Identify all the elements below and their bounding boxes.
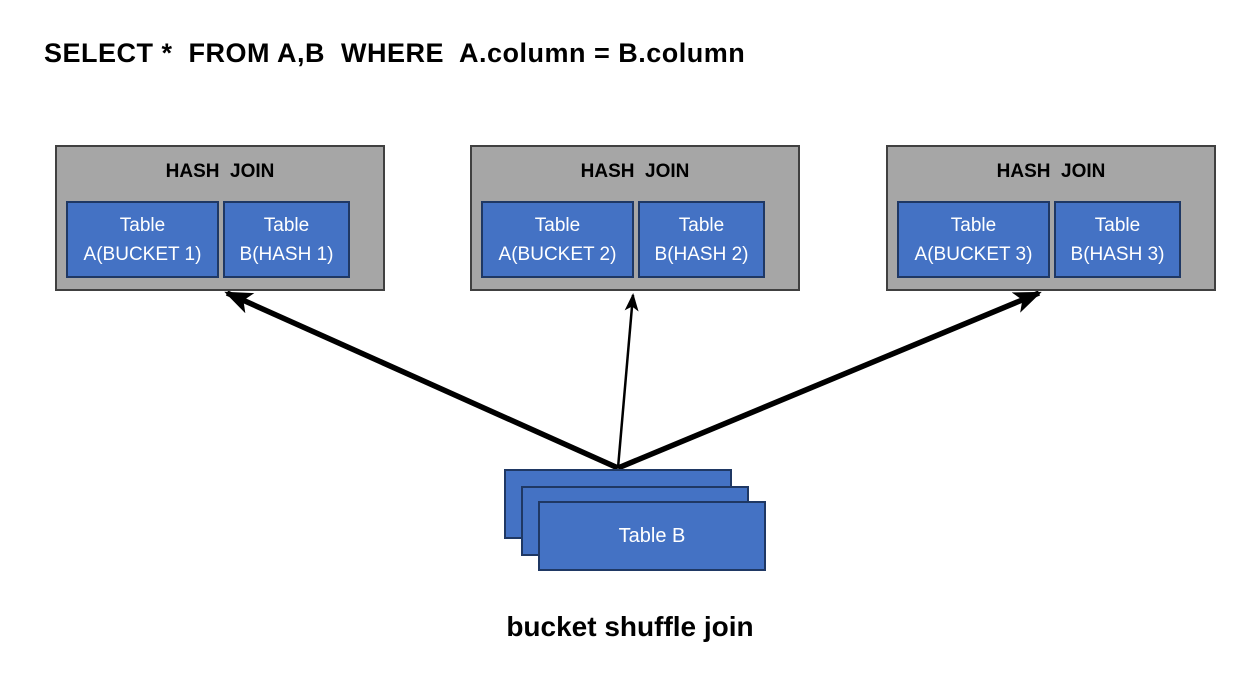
table-name: Table: [950, 214, 997, 236]
hash-join-box-1: HASH JOIN Table A(BUCKET 1) Table B(HASH…: [55, 145, 385, 291]
table-partition: A(BUCKET 2): [498, 243, 617, 265]
hash-join-box-2: HASH JOIN Table A(BUCKET 2) Table B(HASH…: [470, 145, 800, 291]
arrow-to-hash-join-1: [224, 290, 620, 471]
table-partition: B(HASH 2): [654, 243, 749, 265]
table-b-hash-1: Table B(HASH 1): [223, 201, 350, 278]
table-partition: B(HASH 3): [1070, 243, 1165, 265]
diagram-caption: bucket shuffle join: [506, 611, 754, 642]
table-name: Table: [119, 214, 166, 236]
sql-query-title: SELECT * FROM A,B WHERE A.column = B.col…: [44, 38, 746, 68]
table-partition: A(BUCKET 3): [914, 243, 1033, 265]
arrow-to-hash-join-3: [616, 290, 1042, 471]
hash-join-box-3: HASH JOIN Table A(BUCKET 3) Table B(HASH…: [886, 145, 1216, 291]
table-a-bucket-3: Table A(BUCKET 3): [897, 201, 1050, 278]
table-b-stack-front: Table B: [538, 501, 766, 571]
hash-join-tables: Table A(BUCKET 3) Table B(HASH 3): [897, 201, 1181, 278]
table-a-bucket-2: Table A(BUCKET 2): [481, 201, 634, 278]
hash-join-tables: Table A(BUCKET 2) Table B(HASH 2): [481, 201, 765, 278]
table-a-bucket-1: Table A(BUCKET 1): [66, 201, 219, 278]
table-b-hash-3: Table B(HASH 3): [1054, 201, 1181, 278]
table-name: Table: [534, 214, 581, 236]
table-name: Table: [263, 214, 310, 236]
arrow-to-hash-join-2: [616, 293, 639, 469]
table-name: Table: [678, 214, 725, 236]
hash-join-label: HASH JOIN: [996, 161, 1106, 182]
hash-join-label: HASH JOIN: [580, 161, 690, 182]
table-partition: B(HASH 1): [239, 243, 334, 265]
hash-join-tables: Table A(BUCKET 1) Table B(HASH 1): [66, 201, 350, 278]
hash-join-label: HASH JOIN: [165, 161, 275, 182]
table-b-hash-2: Table B(HASH 2): [638, 201, 765, 278]
table-partition: A(BUCKET 1): [83, 243, 202, 265]
table-name: Table: [1094, 214, 1141, 236]
table-b-label: Table B: [618, 524, 686, 547]
